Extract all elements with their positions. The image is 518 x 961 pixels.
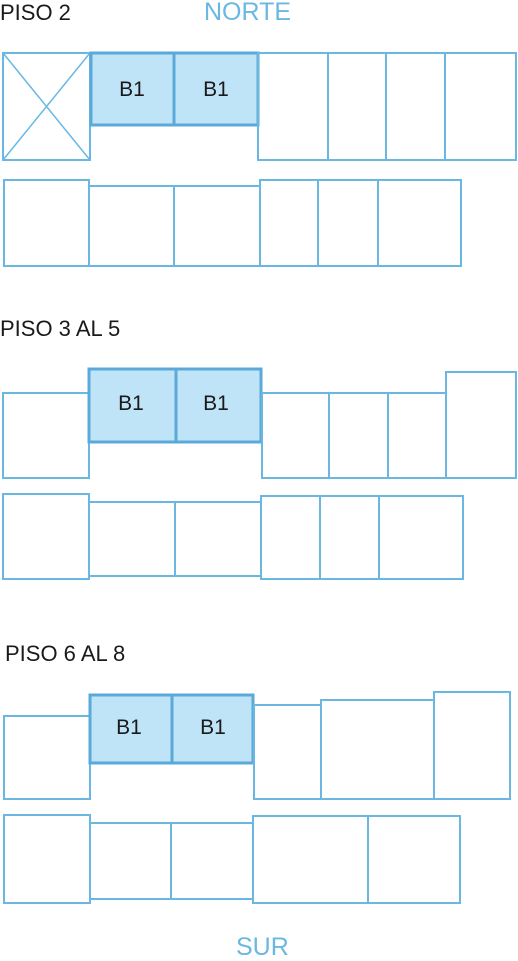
unit-room [89,822,172,900]
floor-3-5-label: PISO 3 AL 5 [0,316,121,341]
unit-room [444,52,517,161]
unit-b1-label: B1 [200,716,226,739]
floor-6-8-label: PISO 6 AL 8 [5,641,126,666]
unit-b1-floor-2-b: B1 [172,51,260,127]
unit-b1-floor-3-5-a: B1 [87,367,178,444]
unit-room [170,822,254,900]
unit-room [385,52,446,161]
unit-room [261,392,330,479]
unit-room [88,185,175,267]
floor-2-plan: B1 B1 [2,51,517,267]
unit-room [377,179,462,267]
unit-b1-floor-2-a: B1 [89,51,176,127]
unit-room [319,495,380,580]
unit-b1-label: B1 [203,78,229,101]
unit-room [259,179,319,267]
unit-room [433,691,511,800]
unit-room [173,185,261,267]
unit-room [88,501,176,577]
unit-b1-label: B1 [203,392,229,415]
unit-b1-label: B1 [118,392,144,415]
unit-b1-floor-3-5-b: B1 [174,367,263,444]
unit-room [2,392,90,479]
unit-room [328,392,389,479]
unit-b1-label: B1 [119,78,145,101]
unit-room [2,493,90,580]
unit-room [257,52,329,161]
south-label: SUR [236,933,289,961]
unit-room [3,814,91,904]
unit-room [174,501,262,577]
floor-3-5-plan: B1 B1 [2,367,517,580]
unit-b1-floor-6-8-a: B1 [88,693,174,765]
unit-room [378,495,464,580]
unit-room [253,704,322,800]
unit-room [327,52,387,161]
unit-room [317,179,379,267]
floor-6-8-plan: B1 B1 [3,691,511,904]
unit-room [367,815,461,904]
unit-room [260,495,321,580]
unit-b1-label: B1 [116,716,142,739]
unit-room [3,715,91,800]
unit-room [3,179,90,267]
unit-b1-floor-6-8-b: B1 [170,693,255,765]
north-label: NORTE [204,0,292,26]
unit-room [445,371,517,479]
unit-room [320,699,435,800]
floor-2-label: PISO 2 [0,0,71,25]
unit-room [387,392,447,479]
unit-room [252,815,369,904]
elevator-shaft [2,52,91,161]
